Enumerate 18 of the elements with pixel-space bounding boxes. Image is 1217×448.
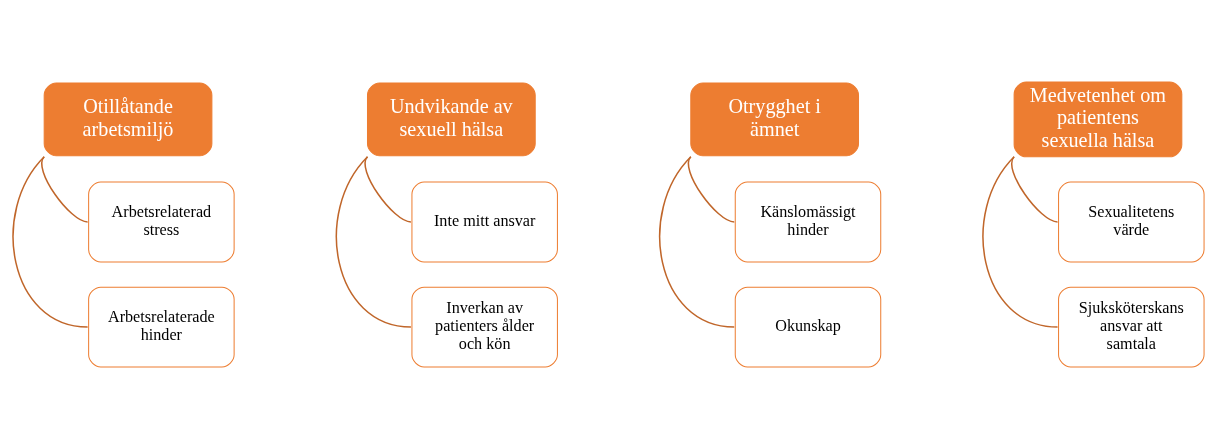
node-box: Inte mitt ansvar [411,181,558,262]
connector [982,155,1059,328]
connector [1011,155,1059,223]
node-box: Sjuksköterskans ansvar att samtala [1058,286,1205,367]
node-box: Arbetsrelaterade hinder [88,286,235,367]
node-box: Okunskap [734,286,882,367]
connector [12,155,89,328]
node-box: Otillåtande arbetsmiljö [43,82,213,156]
node-box: Sexualitetens värde [1058,181,1205,262]
connector [687,155,735,223]
connector [659,155,735,328]
node-box: Medvetenhet om patientens sexuella hälsa [1013,81,1183,157]
node-box: Otrygghet i ämnet [690,82,859,156]
connector [335,155,412,328]
node-box: Undvikande av sexuell hälsa [367,82,536,156]
node-box: Arbetsrelaterad stress [88,181,235,262]
node-box: Inverkan av patienters ålder och kön [411,286,558,367]
node-box: Känslomässigt hinder [734,181,882,262]
